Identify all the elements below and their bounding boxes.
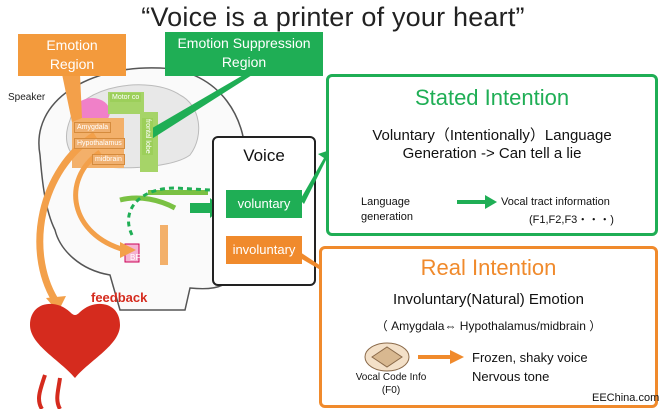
heart-label: BF (130, 253, 141, 262)
voluntary-to-stated-arrow (300, 150, 330, 204)
heart-icon (30, 303, 120, 378)
hypothalamus-label: Hypothalamus (74, 138, 125, 149)
vocal-code-line1: Vocal Code Info (355, 372, 427, 383)
real-intention-box: Real Intention Involuntary(Natural) Emot… (319, 246, 658, 408)
frozen-voice-text: Frozen, shaky voice Nervous tone (472, 348, 588, 386)
real-line1: Involuntary(Natural) Emotion (393, 291, 584, 308)
feedback-arrow (36, 132, 97, 302)
suppression-region-line2: Region (221, 54, 267, 70)
real-line2: （ Amygdala⇔ Hypothalamus/midbrain ） (375, 319, 602, 333)
speaker-label: Speaker (8, 92, 46, 103)
voice-title: Voice (243, 146, 285, 165)
frozen-line2: Nervous tone (472, 369, 550, 384)
vocal-cords-icon (364, 342, 410, 372)
stated-intention-box: Stated Intention Voluntary（Intentionally… (326, 74, 658, 236)
suppression-arrow (142, 70, 260, 140)
frozen-line1: Frozen, shaky voice (472, 350, 588, 365)
amygdala-label: Amygdala (74, 122, 112, 133)
emotion-region-box: Emotion Region (18, 34, 126, 76)
real-intention-title: Real Intention (420, 255, 557, 280)
emotion-region-line1: Emotion (46, 37, 98, 53)
motor-label: Motor co (110, 93, 142, 102)
vocal-code-line2: (F0) (381, 385, 401, 396)
feedback-label: feedback (91, 290, 148, 305)
vocal-tract-label: Vocal tract information (501, 196, 610, 208)
source-watermark: EEChina.com (592, 392, 660, 404)
language-generation-label: Language generation (361, 196, 413, 223)
formants-label: (F1,F2,F3・・・) (529, 214, 614, 226)
page-title: “Voice is a printer of your heart” (141, 2, 525, 32)
green-right-arrow-icon (457, 195, 497, 209)
emotion-region-line2: Region (49, 56, 95, 72)
stated-intention-title: Stated Intention (414, 85, 570, 110)
voluntary-label: voluntary (226, 190, 302, 218)
involuntary-label: involuntary (226, 236, 302, 264)
green-dotted-path (127, 186, 211, 236)
voice-box: Voice voluntary involuntary (212, 136, 316, 286)
suppression-region-line1: Emotion Suppression (177, 35, 311, 51)
midbrain-label: midbrain (92, 154, 125, 165)
vocal-code-info: Vocal Code Info (F0) (346, 371, 436, 397)
stated-line2: Generation -> Can tell a lie (402, 145, 582, 162)
frontal-label: frontal lobe (142, 118, 153, 155)
suppression-region-box: Emotion Suppression Region (165, 32, 323, 76)
stated-line1: Voluntary（Intentionally）Language (372, 127, 612, 144)
orange-right-arrow-icon (418, 350, 464, 364)
